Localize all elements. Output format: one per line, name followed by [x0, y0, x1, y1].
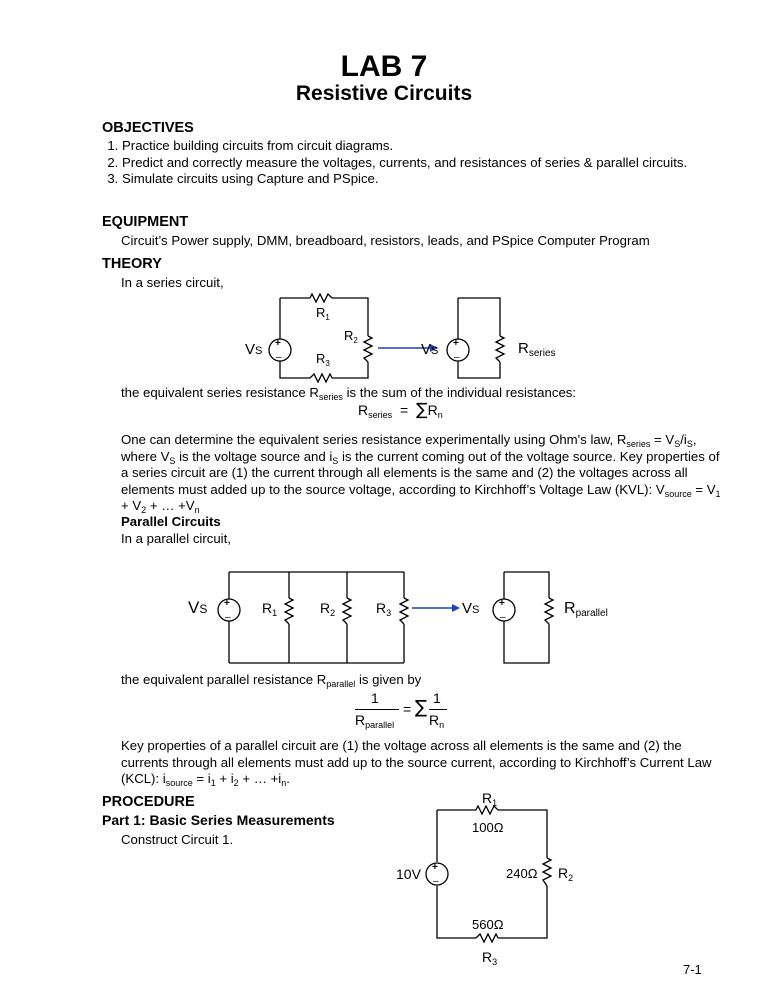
parallel-paragraph: Key properties of a parallel circuit are…: [121, 738, 712, 788]
svg-text:VS: VS: [188, 598, 207, 617]
svg-text:R3: R3: [376, 600, 391, 618]
objective-item: Simulate circuits using Capture and PSpi…: [122, 171, 712, 188]
resistor-r3-symbol: [475, 932, 499, 944]
plus-sign: +: [453, 338, 459, 349]
svg-text:R2: R2: [320, 600, 335, 618]
svg-text:VS: VS: [421, 341, 438, 358]
svg-text:R1: R1: [316, 305, 330, 322]
svg-text:R2: R2: [344, 328, 358, 345]
svg-text:+: +: [224, 598, 230, 609]
svg-text:+: +: [499, 598, 505, 609]
parallel-formula: 1 Rparallel = ∑ 1 Rn: [355, 690, 475, 730]
svg-text:–: –: [433, 876, 439, 887]
objective-item: Practice building circuits from circuit …: [122, 138, 712, 155]
svg-text:R3: R3: [482, 949, 497, 967]
page-number: 7-1: [683, 962, 702, 977]
series-intro: In a series circuit,: [121, 275, 224, 290]
r1-value: 100Ω: [472, 820, 504, 835]
svg-text:R1: R1: [482, 790, 497, 808]
page-title: LAB 7: [340, 50, 428, 83]
r2-value: 240Ω: [506, 866, 538, 881]
voltage-source-symbol: [217, 598, 241, 622]
part1-text: Construct Circuit 1.: [121, 832, 234, 847]
circuit-1-diagram: + – R1 100Ω R2 240Ω 560Ω R3 10V: [396, 790, 573, 967]
series-paragraph: One can determine the equivalent series …: [121, 432, 721, 515]
objectives-heading: OBJECTIVES: [102, 120, 194, 136]
svg-text:R3: R3: [316, 351, 330, 368]
svg-text:Rseries: Rseries: [518, 340, 556, 359]
resistor-r2-symbol: [341, 597, 353, 625]
svg-text:–: –: [500, 612, 506, 623]
resistor-r3-symbol: [398, 597, 410, 625]
equipment-heading: EQUIPMENT: [102, 214, 189, 230]
theory-heading: THEORY: [102, 256, 162, 272]
source-value: 10V: [396, 866, 422, 882]
svg-text:VS: VS: [245, 341, 262, 358]
svg-text:Rparallel: Rparallel: [564, 600, 608, 619]
parallel-intro: In a parallel circuit,: [121, 531, 231, 546]
minus-sign: –: [276, 352, 282, 363]
svg-text:VS: VS: [462, 600, 479, 617]
voltage-source-symbol: [268, 338, 292, 362]
parallel-sentence: the equivalent parallel resistance Rpara…: [121, 672, 422, 689]
resistor-r1-symbol: [283, 597, 295, 625]
plus-sign: +: [275, 338, 281, 349]
svg-text:+: +: [432, 862, 438, 873]
voltage-source-symbol: [425, 862, 449, 886]
part1-heading: Part 1: Basic Series Measurements: [102, 812, 335, 828]
svg-text:R2: R2: [558, 865, 573, 883]
minus-sign: –: [454, 352, 460, 363]
resistor-r3-symbol: [309, 372, 333, 384]
r3-value: 560Ω: [472, 917, 504, 932]
series-circuit-diagram: + – + – R1 R2 R3 VS VS Rseries: [245, 292, 556, 384]
parallel-heading: Parallel Circuits: [121, 514, 221, 529]
page-subtitle: Resistive Circuits: [295, 82, 473, 105]
parallel-circuit-diagram: + – + – VS R1 R2 R3 VS Rparallel: [188, 571, 608, 664]
series-sentence: the equivalent series resistance Rseries…: [121, 385, 577, 402]
series-formula: Rseries = ∑Rn: [358, 400, 443, 420]
procedure-heading: PROCEDURE: [102, 794, 195, 810]
objective-item: Predict and correctly measure the voltag…: [122, 155, 712, 172]
resistor-r1-symbol: [309, 292, 333, 304]
resistor-r1-symbol: [475, 804, 499, 816]
svg-text:R1: R1: [262, 600, 277, 618]
resistor-r2-symbol: [362, 335, 374, 363]
resistor-r2-symbol: [541, 857, 553, 887]
svg-text:–: –: [225, 612, 231, 623]
equipment-text: Circuit’s Power supply, DMM, breadboard,…: [121, 233, 650, 248]
objectives-list: Practice building circuits from circuit …: [102, 138, 712, 188]
